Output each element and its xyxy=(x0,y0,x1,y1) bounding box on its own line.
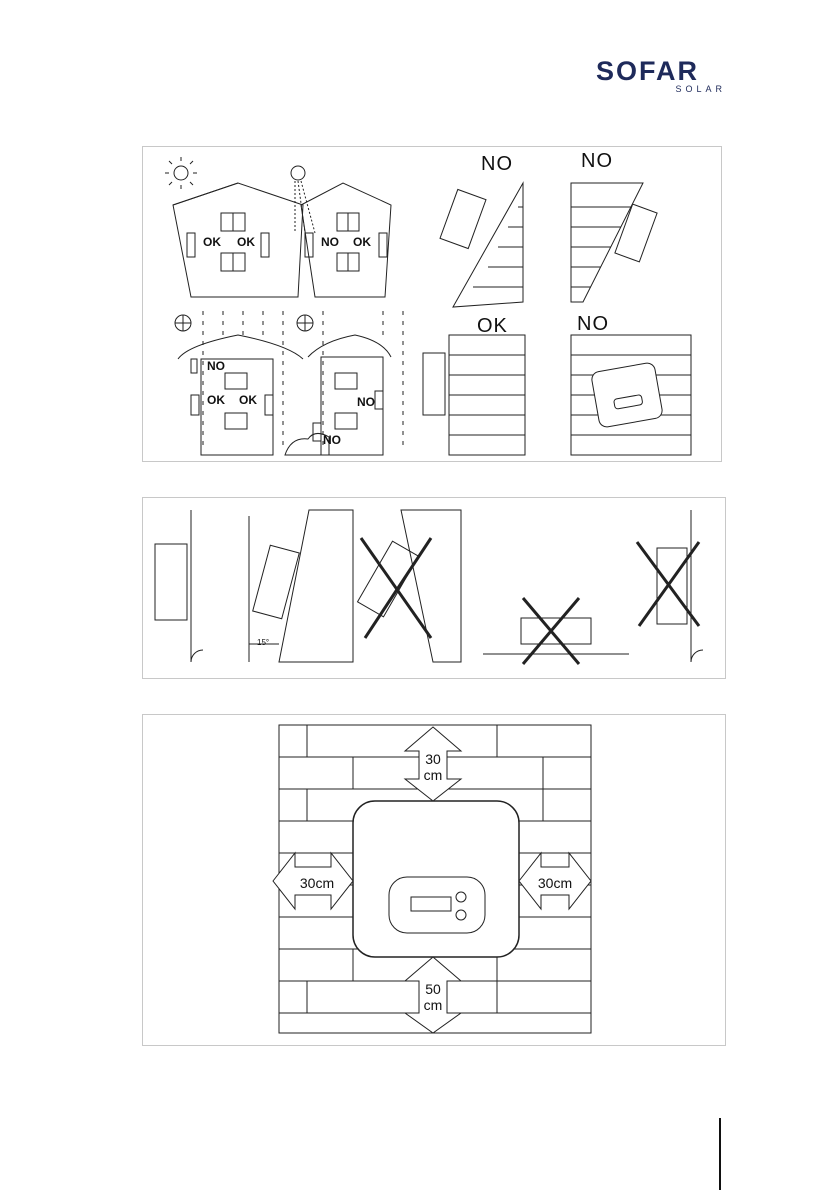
wall-rotated xyxy=(571,335,691,455)
wall-tilt-backward xyxy=(571,183,657,302)
house3-left-status: OK xyxy=(207,393,225,407)
snow-icon-2 xyxy=(297,315,313,331)
house2-left-status: NO xyxy=(321,235,339,249)
angle-label: 15° xyxy=(257,638,269,647)
bottom-clearance-label: 50 cm xyxy=(415,981,451,1013)
house-shaded-right xyxy=(301,183,391,297)
wall-vertical xyxy=(423,335,525,455)
house4-bottom-status: NO xyxy=(323,433,341,447)
tilt-backward-status: NO xyxy=(581,150,613,173)
logo-wordmark: SOFAR xyxy=(596,56,699,86)
top-clearance-label: 30 cm xyxy=(415,751,451,783)
house1-left-status: OK xyxy=(203,235,221,249)
clearance-panel: 30 cm 50 cm 30cm 30cm xyxy=(142,714,726,1046)
wall-tilt-forward xyxy=(440,183,523,307)
vertical-status: OK xyxy=(477,315,508,338)
mount-vertical xyxy=(155,510,203,662)
snow-icon xyxy=(175,315,191,331)
left-clearance-label: 30cm xyxy=(291,875,343,891)
tilt-forward-status: NO xyxy=(481,153,513,176)
inverter-unit xyxy=(353,801,519,957)
mount-excessive-tilt xyxy=(358,510,461,662)
location-illustration xyxy=(143,147,721,461)
house3-top-status: NO xyxy=(207,359,225,373)
angle-illustration xyxy=(143,498,725,678)
installation-location-panel: OK OK NO OK NO OK OK NO NO NO NO OK NO xyxy=(142,146,722,462)
page-edge-rule xyxy=(719,1118,721,1190)
house2-right-status: OK xyxy=(353,235,371,249)
rotated-status: NO xyxy=(577,313,609,336)
sofar-logo: SOFAR SOLAR xyxy=(596,56,728,96)
sun-icon xyxy=(165,157,197,189)
rain-lines xyxy=(203,311,403,447)
house3-right-status: OK xyxy=(239,393,257,407)
mount-upside-down xyxy=(637,510,703,662)
mount-horizontal xyxy=(483,598,629,664)
right-clearance-label: 30cm xyxy=(529,875,581,891)
house1-right-status: OK xyxy=(237,235,255,249)
logo-subtitle: SOLAR xyxy=(675,84,726,94)
mounting-angle-panel: 15° xyxy=(142,497,726,679)
house4-right-status: NO xyxy=(357,395,375,409)
